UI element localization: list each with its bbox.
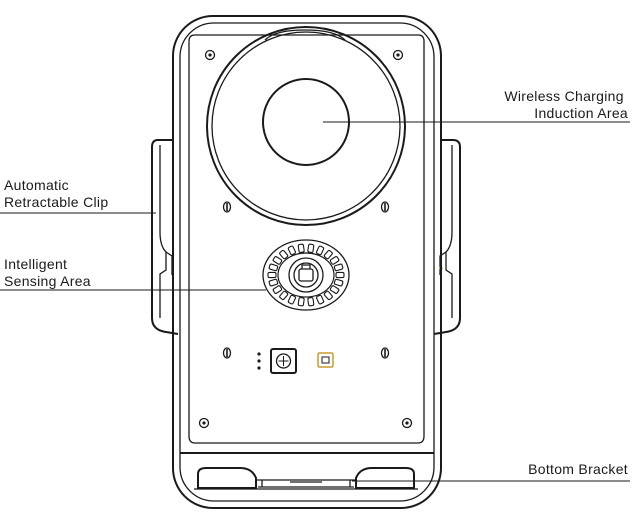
screw-mid-right-upper [380,201,390,213]
gear-tooth [268,263,279,272]
screw-bottom-left [198,417,210,429]
screw-mid-left-lower [222,347,232,359]
wireless-charging-coil [206,26,406,226]
gear-tooth [279,249,289,260]
right-clip-arm [433,139,461,335]
gear-tooth [323,290,333,301]
gear-tooth [287,294,296,305]
bottom-bracket [194,467,418,490]
label-wireless-charging-line-2: Induction Area [534,105,628,121]
gear-teeth [267,243,345,307]
gear-inner-ring [277,252,335,298]
gear-tooth [329,256,340,265]
gear-tooth [316,294,325,305]
gear-tooth [307,243,315,253]
screw-top-right [392,49,404,61]
label-intelligent-sensing-line-1: Intelligent [4,256,67,272]
gear-tooth [335,271,345,279]
gear-tooth [268,278,279,287]
label-intelligent-sensing-line-2: Sensing Area [4,273,91,289]
gear-tooth [333,263,344,272]
label-wireless-charging: Wireless Charging Induction Area [504,88,628,121]
gear-tooth [307,297,315,307]
label-intelligent-sensing: Intelligent Sensing Area [4,256,91,289]
gear-tooth [297,297,305,307]
leader-lines [0,121,630,482]
gear-tooth [329,285,340,294]
label-retractable-clip: Automatic Retractable Clip [4,177,108,210]
gear-tooth [272,285,283,294]
gear-tooth [279,290,289,301]
left-clip-arm [151,139,179,335]
gear-tooth [323,249,333,260]
screw-mid-right-lower [380,347,390,359]
screw-top-left [204,49,216,61]
screw-mid-left-upper [222,201,232,213]
sensor-cluster [257,348,334,374]
gear-tooth [333,278,344,287]
screw-bottom-right [401,417,413,429]
callout-labels: Wireless Charging Induction Area Automat… [4,88,628,477]
gear-tooth [287,245,296,256]
label-bottom-bracket-line-1: Bottom Bracket [528,461,628,477]
label-retractable-clip-line-2: Retractable Clip [4,194,108,210]
label-wireless-charging-line-1: Wireless Charging [504,88,623,104]
sensing-gear [262,239,350,311]
mid-screws [222,201,390,359]
indicator-light-icon [317,352,334,368]
gear-tooth [297,243,305,253]
gear-tooth [267,271,277,279]
gear-tooth [316,245,325,256]
power-button [270,348,297,374]
corner-screws [198,49,413,429]
charger-body [172,15,442,509]
gear-tooth [272,256,283,265]
label-retractable-clip-line-1: Automatic [4,177,69,193]
label-bottom-bracket: Bottom Bracket [528,461,628,477]
